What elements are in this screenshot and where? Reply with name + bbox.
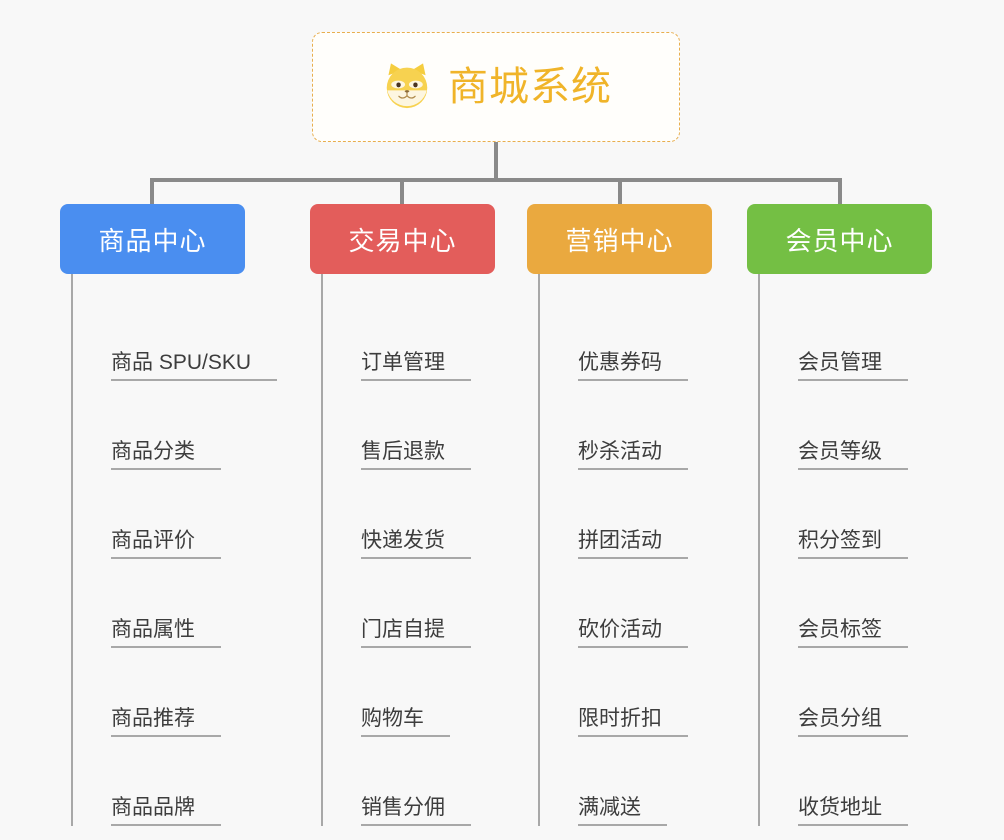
list-item[interactable]: 商品推荐	[85, 648, 280, 737]
connector-drop-3	[838, 178, 842, 208]
list-item[interactable]: 订单管理	[335, 292, 530, 381]
child-label: 销售分佣	[361, 796, 471, 826]
category-title-0: 商品中心	[98, 225, 207, 256]
category-title-1: 交易中心	[348, 225, 457, 256]
child-label: 满减送	[578, 796, 667, 826]
list-item[interactable]: 商品属性	[85, 559, 280, 648]
list-item[interactable]: 会员标签	[772, 559, 967, 648]
child-label: 收货地址	[798, 796, 908, 826]
list-item[interactable]: 商品评价	[85, 470, 280, 559]
child-label: 秒杀活动	[578, 440, 688, 470]
child-label: 积分签到	[798, 529, 908, 559]
list-item[interactable]: 砍价活动	[552, 559, 747, 648]
child-label: 商品评价	[111, 529, 221, 559]
category-box-2[interactable]: 营销中心	[527, 204, 712, 274]
child-label: 商品 SPU/SKU	[111, 351, 278, 381]
child-label: 会员等级	[798, 440, 908, 470]
child-label: 会员管理	[798, 351, 908, 381]
list-item[interactable]: 满减送	[552, 737, 747, 826]
child-label: 砍价活动	[578, 618, 688, 648]
child-label: 商品分类	[111, 440, 221, 470]
category-title-3: 会员中心	[785, 225, 894, 256]
list-item[interactable]: 会员管理	[772, 292, 967, 381]
connector-root-stem	[494, 142, 498, 181]
connector-drop-2	[618, 178, 622, 208]
child-label: 限时折扣	[578, 707, 688, 737]
list-item[interactable]: 拼团活动	[552, 470, 747, 559]
list-item[interactable]: 商品分类	[85, 381, 280, 470]
child-label: 快递发货	[361, 529, 471, 559]
category-box-1[interactable]: 交易中心	[310, 204, 495, 274]
child-label: 售后退款	[361, 440, 471, 470]
child-label: 商品推荐	[111, 707, 221, 737]
root-title: 商城系统	[448, 65, 612, 109]
category-box-0[interactable]: 商品中心	[60, 204, 245, 274]
child-label: 拼团活动	[578, 529, 688, 559]
list-item[interactable]: 快递发货	[335, 470, 530, 559]
child-label: 订单管理	[361, 351, 471, 381]
root-node[interactable]: 商城系统	[312, 32, 680, 142]
list-item[interactable]: 购物车	[335, 648, 530, 737]
child-label: 商品品牌	[111, 796, 221, 826]
branch-column-trade-center: 交易中心 订单管理 售后退款 快递发货 门店自提 购物车 销售分佣	[310, 204, 530, 826]
list-item[interactable]: 秒杀活动	[552, 381, 747, 470]
branch-column-member-center: 会员中心 会员管理 会员等级 积分签到 会员标签 会员分组 收货地址	[747, 204, 967, 826]
category-title-2: 营销中心	[565, 225, 674, 256]
list-item[interactable]: 门店自提	[335, 559, 530, 648]
shiba-dog-face-icon	[386, 63, 428, 109]
child-label: 购物车	[361, 707, 450, 737]
child-list-2: 优惠券码 秒杀活动 拼团活动 砍价活动 限时折扣 满减送	[538, 274, 747, 826]
list-item[interactable]: 收货地址	[772, 737, 967, 826]
connector-drop-1	[400, 178, 404, 208]
list-item[interactable]: 优惠券码	[552, 292, 747, 381]
child-list-1: 订单管理 售后退款 快递发货 门店自提 购物车 销售分佣	[321, 274, 530, 826]
child-list-0: 商品 SPU/SKU 商品分类 商品评价 商品属性 商品推荐 商品品牌	[71, 274, 280, 826]
branch-column-product-center: 商品中心 商品 SPU/SKU 商品分类 商品评价 商品属性 商品推荐 商品品牌	[60, 204, 280, 826]
branch-column-marketing-center: 营销中心 优惠券码 秒杀活动 拼团活动 砍价活动 限时折扣 满减送	[527, 204, 747, 826]
list-item[interactable]: 会员等级	[772, 381, 967, 470]
child-label: 会员分组	[798, 707, 908, 737]
list-item[interactable]: 销售分佣	[335, 737, 530, 826]
connector-drop-0	[150, 178, 154, 208]
child-label: 门店自提	[361, 618, 471, 648]
child-list-3: 会员管理 会员等级 积分签到 会员标签 会员分组 收货地址	[758, 274, 967, 826]
category-box-3[interactable]: 会员中心	[747, 204, 932, 274]
list-item[interactable]: 会员分组	[772, 648, 967, 737]
list-item[interactable]: 积分签到	[772, 470, 967, 559]
list-item[interactable]: 限时折扣	[552, 648, 747, 737]
list-item[interactable]: 商品品牌	[85, 737, 280, 826]
connector-horizontal-bus	[150, 178, 842, 182]
child-label: 会员标签	[798, 618, 908, 648]
list-item[interactable]: 商品 SPU/SKU	[85, 292, 280, 381]
child-label: 优惠券码	[578, 351, 688, 381]
list-item[interactable]: 售后退款	[335, 381, 530, 470]
child-label: 商品属性	[111, 618, 221, 648]
